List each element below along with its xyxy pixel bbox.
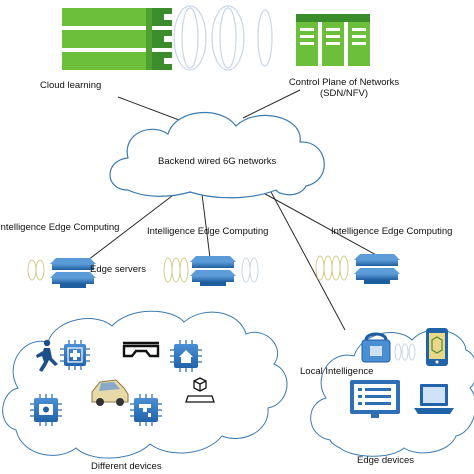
edge-servers-label: Edge servers [90, 264, 146, 275]
backend-network-cloud [109, 112, 325, 199]
laptop-icon [414, 384, 454, 414]
runner-icon [36, 339, 58, 372]
edge-devices-label: Edge devices [357, 455, 415, 466]
control-plane-label-line2: (SDN/NFV) [319, 88, 369, 99]
telephone-icon [361, 332, 391, 363]
link-edge-left [87, 195, 173, 261]
link-control-plane [242, 89, 301, 119]
chip-medical-icon [60, 340, 90, 370]
signal-waves-phone [394, 343, 416, 361]
signal-waves-edge [27, 255, 349, 283]
vr-glasses-icon [122, 341, 160, 358]
edge-computing-label-middle: Intelligence Edge Computing [147, 226, 269, 237]
link-edge-devices [269, 189, 346, 331]
car-icon [91, 379, 129, 406]
printer-3d-icon [185, 377, 215, 403]
control-plane-icon [296, 14, 370, 66]
chip-home-icon [170, 340, 202, 372]
cloud-learning-icon [62, 8, 172, 70]
edge-server-right [354, 254, 400, 284]
chip-faucet-icon [130, 394, 162, 426]
edge-server-middle [190, 256, 236, 286]
edge-computing-label-right: Intelligence Edge Computing [331, 226, 453, 237]
cloud-learning-label: Cloud learning [40, 80, 102, 91]
control-plane-label-line1: Control Plane of Networks [288, 77, 400, 88]
control-plane-label: Control Plane of Networks (SDN/NFV) [266, 77, 422, 99]
mobile-phone-icon [426, 328, 448, 366]
connection-lines [87, 89, 379, 331]
link-edge-middle [201, 193, 211, 259]
signal-waves-top [173, 5, 273, 71]
chip-camera-icon [30, 394, 62, 426]
different-devices-cloud [2, 310, 288, 459]
monitor-icon [350, 380, 400, 418]
edge-server-left [50, 258, 96, 288]
local-intelligence-label: Local Intelligence [300, 366, 374, 377]
backend-network-label: Backend wired 6G networks [158, 156, 277, 167]
edge-computing-label-left: Intelligence Edge Computing [0, 222, 120, 233]
link-edge-right [257, 189, 379, 257]
different-devices-label: Different devices [91, 461, 162, 472]
